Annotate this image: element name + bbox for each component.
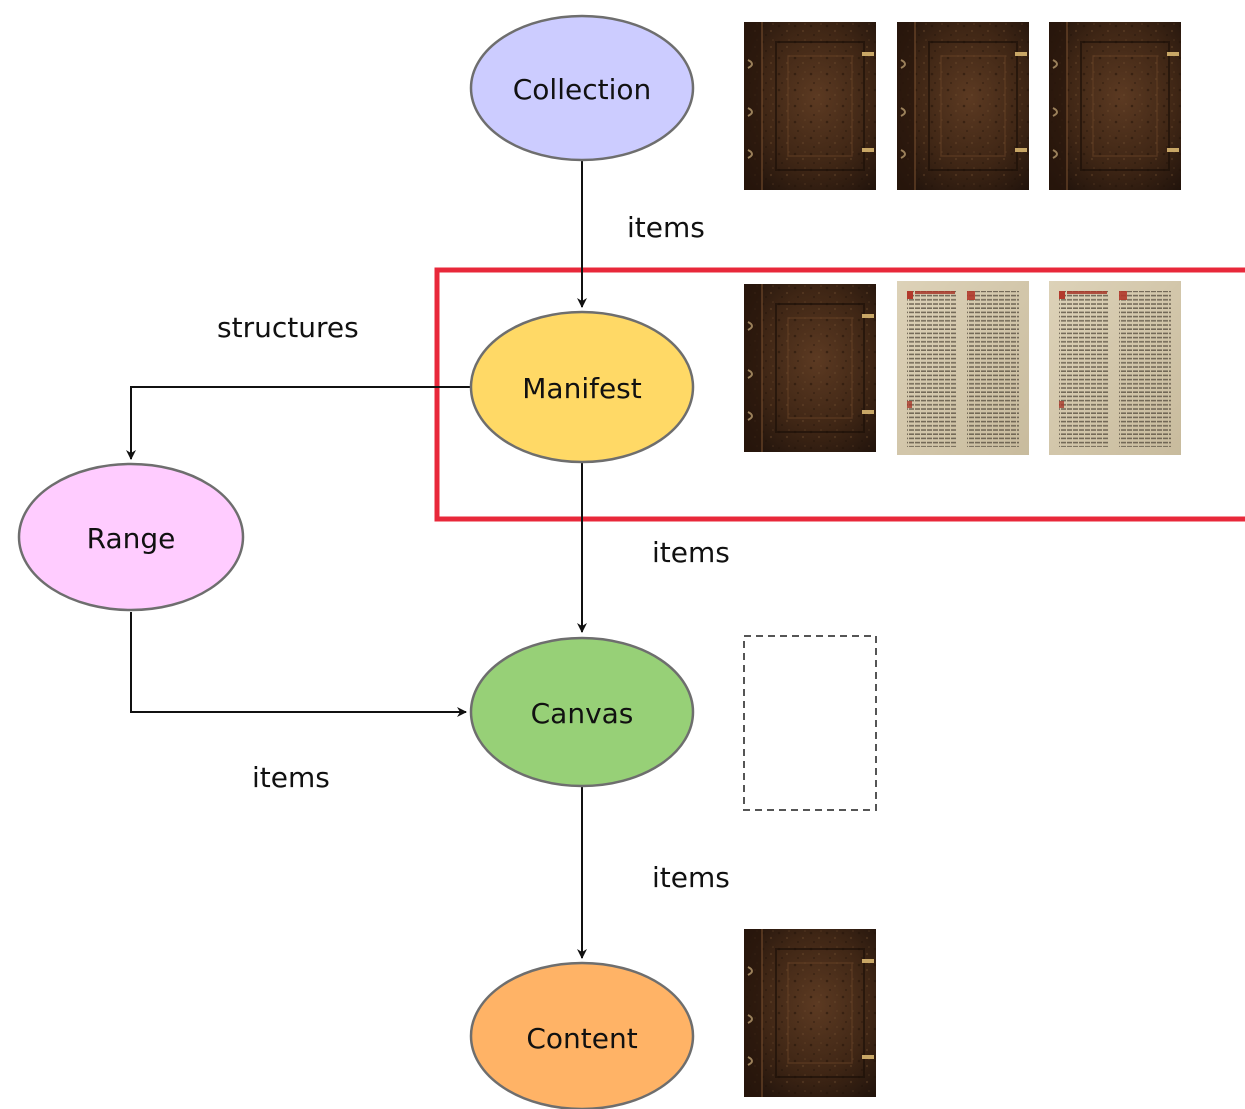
collection-thumbnails: [744, 22, 1181, 190]
edge-manifest-range: [126, 386, 470, 460]
node-canvas-label: Canvas: [531, 697, 634, 730]
node-manifest: Manifest: [469, 310, 695, 464]
edge-range-canvas: [130, 612, 467, 717]
node-content-label: Content: [526, 1022, 637, 1055]
node-range: Range: [17, 462, 245, 612]
node-canvas: Canvas: [469, 636, 695, 788]
book-cover-image: [744, 22, 876, 190]
edge-label-manifest-range: structures: [217, 311, 359, 344]
book-cover-image: [744, 282, 876, 454]
node-manifest-label: Manifest: [522, 372, 642, 405]
node-range-label: Range: [87, 522, 176, 555]
book-cover-image: [744, 927, 876, 1099]
edges: [126, 160, 587, 959]
edge-label-canvas-content: items: [652, 861, 730, 894]
node-content: Content: [469, 961, 695, 1109]
edge-label-manifest-canvas: items: [652, 536, 730, 569]
edge-label-collection-manifest: items: [627, 211, 705, 244]
empty-canvas-placeholder: [743, 635, 877, 811]
edge-label-range-canvas: items: [252, 761, 330, 794]
content-thumbnails: [744, 927, 876, 1099]
node-collection-label: Collection: [513, 73, 652, 106]
manuscript-page-image: [897, 281, 1029, 455]
manifest-thumbnails: [744, 281, 1181, 455]
node-collection: Collection: [469, 14, 695, 162]
manuscript-page-image: [1049, 281, 1181, 455]
book-cover-image: [897, 22, 1029, 190]
book-cover-image: [1049, 22, 1181, 190]
manifest-highlight-frame: [434, 267, 1245, 522]
